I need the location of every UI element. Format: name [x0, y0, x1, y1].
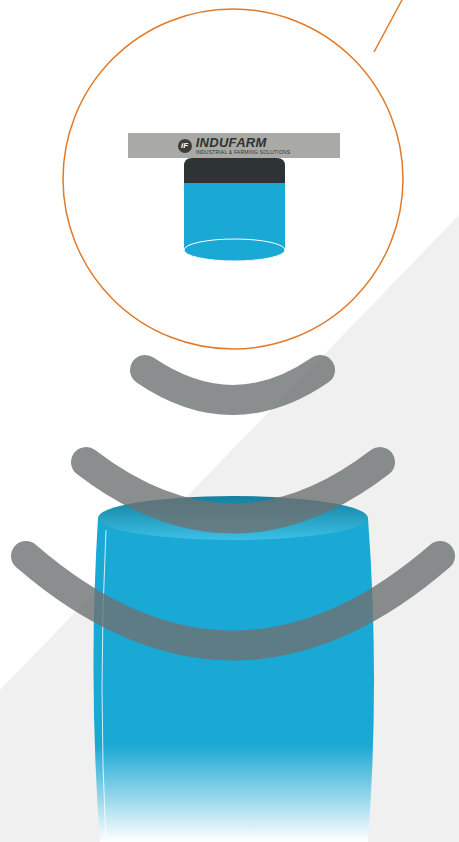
signal-wave [145, 370, 320, 400]
sensor-cap [184, 158, 285, 183]
sensor-face [184, 239, 285, 261]
brand-tagline: INDUSTRIAL & FARMING SOLUTIONS [196, 149, 291, 155]
sensor-body [184, 183, 285, 261]
signal-wave [26, 556, 440, 646]
tank-highlight [102, 530, 106, 842]
logo-icon: iF [178, 139, 192, 153]
signal-wave [86, 462, 380, 519]
brand-name: INDUFARM [196, 136, 267, 149]
detail-circle [63, 9, 403, 349]
brand-wordmark: INDUFARMINDUSTRIAL & FARMING SOLUTIONS [196, 136, 291, 155]
brand-bar: iF INDUFARMINDUSTRIAL & FARMING SOLUTIONS [128, 133, 340, 158]
tank-body [93, 518, 374, 842]
signal-waves [26, 370, 440, 646]
leader-line [374, 0, 402, 52]
